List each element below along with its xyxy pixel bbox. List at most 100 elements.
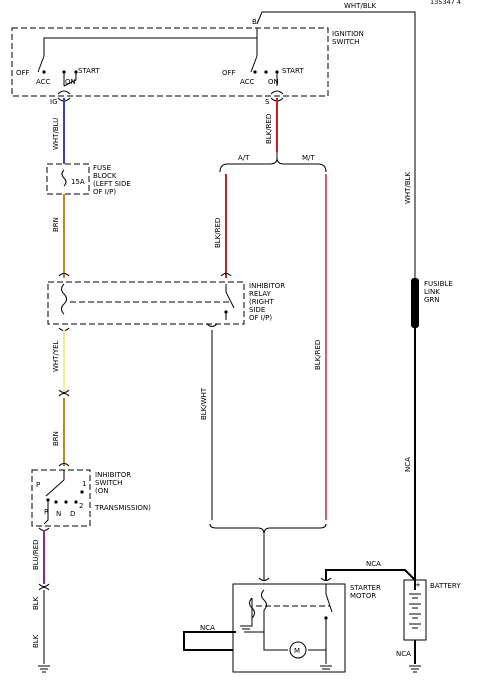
relay-contact-dot [224,310,228,314]
right-on-label: ON [268,78,279,86]
ground-symbol-left [38,665,50,673]
blk-label-2: BLK [32,634,40,648]
wht-yel-conn-a [58,389,70,393]
blu-red-label: BLU/RED [32,539,40,570]
blk-wht-label: BLK/WHT [200,387,208,420]
right-off-label: OFF [222,69,236,77]
sw-contact-1 [80,490,84,494]
relay-contact-arm [225,291,235,309]
left-start-link [63,72,77,87]
inhibitor-sw-arm [45,479,65,497]
s-terminal-label: S [265,98,270,106]
at-label: A/T [238,154,250,162]
top-wire-label: WHT/BLK [344,2,377,10]
sw-contact-r [54,500,58,504]
mt-label: M/T [302,154,315,162]
nca-top-label: NCA [366,560,381,568]
nca-top-wire [325,569,416,581]
starter-s-conn [258,577,270,581]
wht-yel-conn-b [58,393,70,397]
left-off-label: OFF [16,69,30,77]
inhibitor-switch-label-3: (ON [95,487,108,495]
sw-1-label: 1 [82,480,86,488]
wht-blk-right-label: WHT/BLK [404,171,412,204]
fuse-rating: 15A [71,178,85,186]
brn-label-1: BRN [52,217,60,232]
starter-motor-feed [308,618,327,651]
left-switch-arm [37,55,45,73]
fuse-block-box [46,163,90,195]
motor-m-label: M [294,647,300,655]
blk-red-mt-label: BLK/RED [314,340,322,370]
inhibitor-relay-label-5: OF I/P) [249,314,272,322]
ignition-switch-label-2: SWITCH [332,38,359,46]
inhibitor-sw-conn-top [58,463,70,467]
fusible-link-label-1: FUSIBLE [424,280,453,288]
ground-symbol-starter [320,665,332,673]
at-mt-brace [219,157,327,173]
blk-label-1: BLK [32,596,40,610]
relay-conn-top-right [220,273,232,277]
b-terminal-label: B [252,18,257,26]
inhibitor-relay-label-4: SIDE [249,306,265,314]
battery-plus: + [415,581,421,589]
sw-p-label: P [36,481,40,489]
starter-brace [209,523,327,535]
relay-conn-bottom-right [206,323,218,327]
battery-cells [409,593,421,629]
inhibitor-switch-box [31,469,91,527]
inhibitor-switch-label-2: SWITCH [95,479,122,487]
starter-contact-arm [325,593,333,613]
inhibitor-relay-label-3: (RIGHT [249,298,274,306]
inhibitor-switch-label-4: TRANSMISSION) [94,504,151,512]
right-start-label: START [282,67,304,75]
fuse-element [61,169,67,187]
blu-red-conn-a [38,583,50,587]
sw-d-label: D [70,510,75,518]
starter-motor-label-2: MOTOR [350,592,376,600]
fuse-block-label-4: OF I/P) [93,188,116,196]
nca-bottom-label: NCA [396,650,411,658]
relay-coil [61,283,67,315]
right-on-contact [264,70,268,74]
fuse-block-label-3: (LEFT SIDE [93,180,131,188]
ig-connector [57,90,71,95]
inhibitor-switch-label-1: INHIBITOR [95,471,131,479]
ground-symbol-battery [409,665,421,673]
starter-hold-coil-link [246,598,253,627]
sw-contact-d [74,500,78,504]
nca-right-label: NCA [404,457,412,472]
right-acc-label: ACC [240,78,255,86]
fusible-link-label-2: LINK [424,288,440,296]
brn-label-2: BRN [52,431,60,446]
blk-red-top-label: BLK/RED [265,114,273,144]
blu-red-conn-b [38,587,50,591]
inhibitor-relay-label-2: RELAY [249,290,272,298]
sw-contact-n [64,500,68,504]
starter-motor-return [263,632,288,651]
fusible-link [411,278,419,328]
switch-bus [43,28,258,56]
s-connector [270,90,284,95]
ignition-switch-label-1: IGNITION [332,30,364,38]
left-acc-label: ACC [36,78,51,86]
relay-conn-top-left [58,273,70,277]
sw-n-label: N [56,510,61,518]
left-acc-contact [42,70,46,74]
right-acc-contact [253,70,257,74]
sw-r-label: R [44,508,49,516]
starter-motor-symbol [289,641,307,659]
nca-left-wire [183,631,236,651]
fuse-block-label-1: FUSE [93,164,111,172]
left-start-label: START [78,67,100,75]
starter-hold-coil [249,597,255,619]
corner-id: 135347 4 [430,0,461,6]
starter-motor-label-1: STARTER [350,584,381,592]
wht-yel-label: WHT/YEL [52,340,60,372]
sw-2-label: 2 [79,502,83,510]
right-switch-arm [250,55,258,73]
battery-feed-wire [256,11,416,590]
starter-pull-in-coil [261,589,267,611]
inhibitor-relay-box [47,281,245,325]
